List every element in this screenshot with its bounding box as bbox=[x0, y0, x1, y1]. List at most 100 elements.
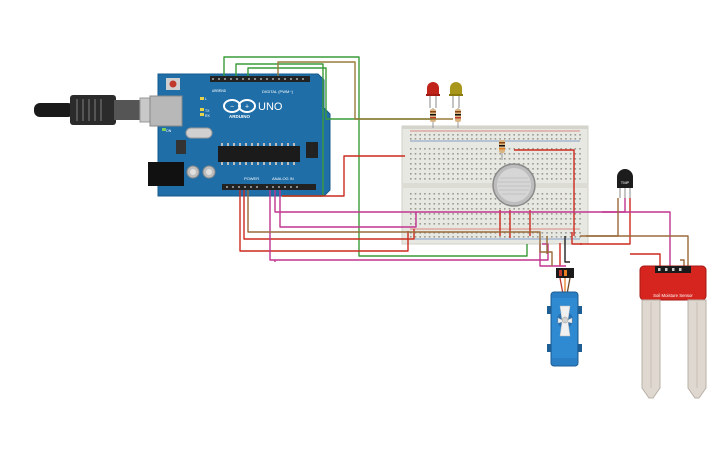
breadboard-hole[interactable] bbox=[471, 198, 473, 200]
breadboard-hole[interactable] bbox=[489, 232, 492, 234]
breadboard-hole[interactable] bbox=[471, 193, 473, 195]
wire-red[interactable] bbox=[630, 253, 661, 268]
breadboard-hole[interactable] bbox=[574, 223, 577, 225]
breadboard-hole[interactable] bbox=[428, 163, 431, 165]
breadboard-hole[interactable] bbox=[494, 218, 497, 220]
breadboard-hole[interactable] bbox=[579, 173, 581, 175]
breadboard-hole[interactable] bbox=[485, 203, 487, 205]
breadboard-hole[interactable] bbox=[527, 148, 530, 150]
breadboard-hole[interactable] bbox=[527, 163, 530, 165]
breadboard-hole[interactable] bbox=[569, 163, 572, 165]
breadboard-hole[interactable] bbox=[555, 193, 558, 195]
breadboard-hole[interactable] bbox=[513, 138, 515, 140]
breadboard-hole[interactable] bbox=[546, 232, 548, 234]
wire-red[interactable] bbox=[571, 232, 582, 245]
breadboard-hole[interactable] bbox=[466, 138, 468, 140]
breadboard-hole[interactable] bbox=[565, 148, 567, 150]
breadboard-hole[interactable] bbox=[424, 163, 426, 165]
breadboard-hole[interactable] bbox=[574, 163, 577, 165]
breadboard-hole[interactable] bbox=[508, 138, 511, 140]
breadboard-hole[interactable] bbox=[414, 203, 417, 205]
breadboard-hole[interactable] bbox=[447, 138, 450, 140]
breadboard-hole[interactable] bbox=[527, 208, 530, 210]
breadboard-hole[interactable] bbox=[433, 148, 436, 150]
breadboard-hole[interactable] bbox=[546, 178, 548, 180]
breadboard-hole[interactable] bbox=[513, 232, 515, 234]
breadboard-hole[interactable] bbox=[410, 236, 412, 238]
breadboard-hole[interactable] bbox=[532, 223, 534, 225]
breadboard-hole[interactable] bbox=[410, 218, 412, 220]
breadboard-hole[interactable] bbox=[471, 153, 473, 155]
breadboard-hole[interactable] bbox=[574, 173, 577, 175]
breadboard-hole[interactable] bbox=[565, 163, 567, 165]
breadboard-hole[interactable] bbox=[485, 178, 487, 180]
wire-red[interactable] bbox=[514, 149, 575, 236]
breadboard-hole[interactable] bbox=[541, 203, 544, 205]
breadboard-hole[interactable] bbox=[494, 153, 497, 155]
breadboard-hole[interactable] bbox=[424, 223, 426, 225]
breadboard-hole[interactable] bbox=[461, 163, 464, 165]
breadboard-hole[interactable] bbox=[447, 218, 450, 220]
breadboard-hole[interactable] bbox=[485, 213, 487, 215]
breadboard-hole[interactable] bbox=[560, 213, 562, 215]
breadboard-hole[interactable] bbox=[565, 236, 567, 238]
breadboard-hole[interactable] bbox=[471, 208, 473, 210]
breadboard-hole[interactable] bbox=[508, 158, 511, 160]
breadboard-hole[interactable] bbox=[442, 158, 445, 160]
breadboard-hole[interactable] bbox=[536, 158, 539, 160]
breadboard-hole[interactable] bbox=[485, 168, 487, 170]
servo-icon[interactable] bbox=[547, 268, 582, 367]
breadboard-hole[interactable] bbox=[475, 236, 478, 238]
breadboard-hole[interactable] bbox=[424, 218, 426, 220]
breadboard-hole[interactable] bbox=[504, 236, 506, 238]
breadboard-hole[interactable] bbox=[551, 134, 553, 136]
resistor-icon[interactable] bbox=[430, 108, 436, 128]
breadboard-hole[interactable] bbox=[414, 173, 417, 175]
breadboard-hole[interactable] bbox=[475, 218, 478, 220]
breadboard-hole[interactable] bbox=[414, 198, 417, 200]
breadboard-hole[interactable] bbox=[480, 148, 483, 150]
breadboard-hole[interactable] bbox=[489, 134, 492, 136]
breadboard-hole[interactable] bbox=[485, 153, 487, 155]
breadboard-hole[interactable] bbox=[424, 193, 426, 195]
breadboard-hole[interactable] bbox=[471, 138, 473, 140]
led-red-icon[interactable] bbox=[426, 82, 440, 108]
breadboard-hole[interactable] bbox=[551, 198, 553, 200]
breadboard-hole[interactable] bbox=[504, 213, 506, 215]
breadboard-hole[interactable] bbox=[424, 138, 426, 140]
breadboard-hole[interactable] bbox=[447, 163, 450, 165]
breadboard-hole[interactable] bbox=[569, 168, 572, 170]
breadboard-hole[interactable] bbox=[560, 153, 562, 155]
arduino-uno-board[interactable]: − + UNO ARDUINO DIGITAL (PWM~) POWER ANA… bbox=[148, 73, 331, 197]
breadboard-hole[interactable] bbox=[565, 193, 567, 195]
breadboard-hole[interactable] bbox=[419, 178, 421, 180]
breadboard-hole[interactable] bbox=[424, 168, 426, 170]
breadboard-hole[interactable] bbox=[569, 158, 572, 160]
breadboard-hole[interactable] bbox=[541, 223, 544, 225]
breadboard-hole[interactable] bbox=[419, 223, 421, 225]
breadboard-hole[interactable] bbox=[513, 153, 515, 155]
breadboard-hole[interactable] bbox=[461, 173, 464, 175]
breadboard-hole[interactable] bbox=[565, 213, 567, 215]
breadboard-hole[interactable] bbox=[414, 193, 417, 195]
breadboard-hole[interactable] bbox=[546, 158, 548, 160]
breadboard-hole[interactable] bbox=[480, 198, 483, 200]
breadboard-hole[interactable] bbox=[457, 138, 459, 140]
breadboard-hole[interactable] bbox=[499, 153, 501, 155]
breadboard-hole[interactable] bbox=[471, 178, 473, 180]
breadboard-hole[interactable] bbox=[424, 236, 426, 238]
breadboard-hole[interactable] bbox=[447, 168, 450, 170]
breadboard-hole[interactable] bbox=[414, 168, 417, 170]
breadboard-hole[interactable] bbox=[457, 208, 459, 210]
breadboard-hole[interactable] bbox=[410, 173, 412, 175]
breadboard-hole[interactable] bbox=[555, 148, 558, 150]
breadboard-hole[interactable] bbox=[532, 232, 534, 234]
breadboard-hole[interactable] bbox=[442, 178, 445, 180]
breadboard-hole[interactable] bbox=[485, 236, 487, 238]
breadboard-hole[interactable] bbox=[452, 158, 454, 160]
breadboard-hole[interactable] bbox=[569, 232, 572, 234]
wire-magenta[interactable] bbox=[274, 190, 556, 213]
breadboard-hole[interactable] bbox=[471, 218, 473, 220]
breadboard-hole[interactable] bbox=[471, 163, 473, 165]
breadboard-hole[interactable] bbox=[442, 218, 445, 220]
